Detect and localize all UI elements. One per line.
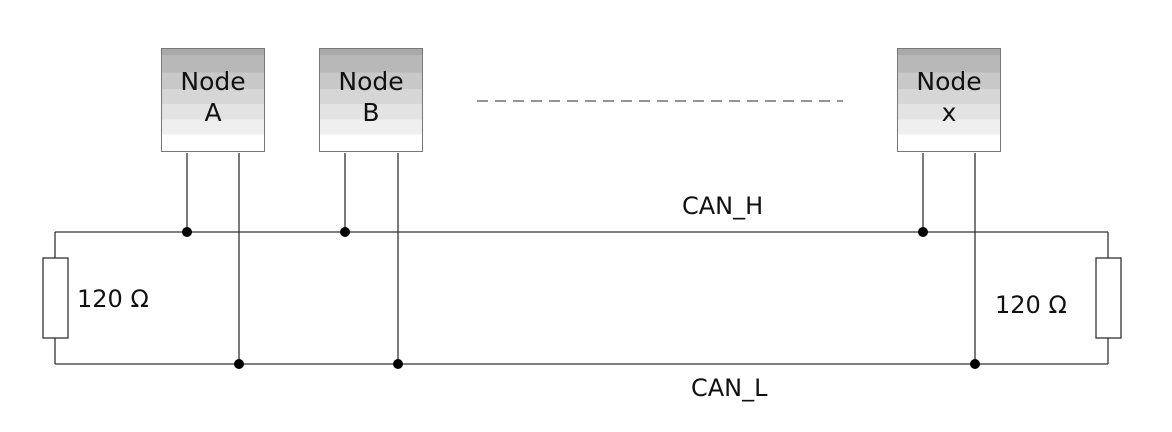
junction-dot [970, 359, 980, 369]
junction-dot [340, 227, 350, 237]
node-a: Node A [161, 48, 265, 152]
junction-dot [182, 227, 192, 237]
node-id: x [941, 98, 957, 127]
right-resistor [1095, 257, 1122, 339]
right-resistor-label: 120 Ω [995, 291, 1067, 319]
can-l-label: CAN_L [691, 374, 768, 402]
junction-dot [234, 359, 244, 369]
node-id: A [204, 98, 222, 127]
node-x: Node x [897, 48, 1001, 152]
can-h-label: CAN_H [682, 192, 764, 220]
left-resistor [42, 257, 69, 339]
left-resistor-label: 120 Ω [77, 285, 149, 313]
node-label: Node [338, 67, 404, 96]
node-label: Node [916, 67, 982, 96]
node-label: Node [180, 67, 246, 96]
node-id: B [362, 98, 380, 127]
junction-dot [393, 359, 403, 369]
node-b: Node B [319, 48, 423, 152]
junction-dot [918, 227, 928, 237]
